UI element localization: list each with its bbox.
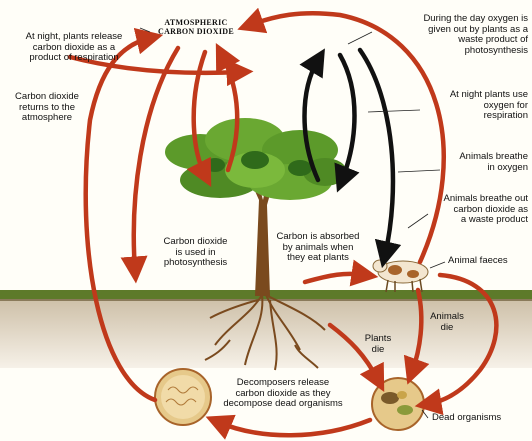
title-line-2: CARBON DIOXIDE — [146, 27, 246, 36]
dead-organisms-circle — [372, 378, 424, 430]
label-day-oxygen: During the day oxygen is given out by pl… — [380, 14, 528, 56]
title-line-1: ATMOSPHERIC — [146, 18, 246, 27]
label-night-release: At night, plants release carbon dioxide … — [4, 32, 144, 64]
label-plants-die: Plants die — [356, 334, 400, 355]
decomposers-circle — [155, 369, 211, 425]
label-animal-faeces: Animal faeces — [448, 256, 530, 267]
arrow-plants-to-animals — [305, 274, 365, 282]
arrow-oxygen-in-plants — [340, 55, 355, 180]
cow-illustration — [373, 260, 428, 292]
soil-band — [0, 298, 532, 368]
label-co2-returns: Carbon dioxide returns to the atmosphere — [2, 92, 92, 124]
label-night-use-oxygen: At night plants use oxygen for respirati… — [400, 90, 528, 122]
arrow-dead-to-decomposers — [218, 420, 370, 435]
label-animals-die: Animals die — [422, 312, 472, 333]
atmospheric-co2-title: ATMOSPHERIC CARBON DIOXIDE — [146, 18, 246, 36]
label-animals-breathe-out: Animals breathe out carbon dioxide as a … — [410, 194, 528, 226]
arrow-oxygen-in-animals — [360, 50, 393, 255]
label-animals-breathe-in: Animals breathe in oxygen — [420, 152, 528, 173]
label-co2-photosynthesis: Carbon dioxide is used in photosynthesis — [148, 237, 243, 269]
label-dead-organisms: Dead organisms — [432, 413, 528, 424]
label-decomposers: Decomposers release carbon dioxide as th… — [213, 378, 353, 410]
label-carbon-absorbed: Carbon is absorbed by animals when they … — [268, 232, 368, 264]
